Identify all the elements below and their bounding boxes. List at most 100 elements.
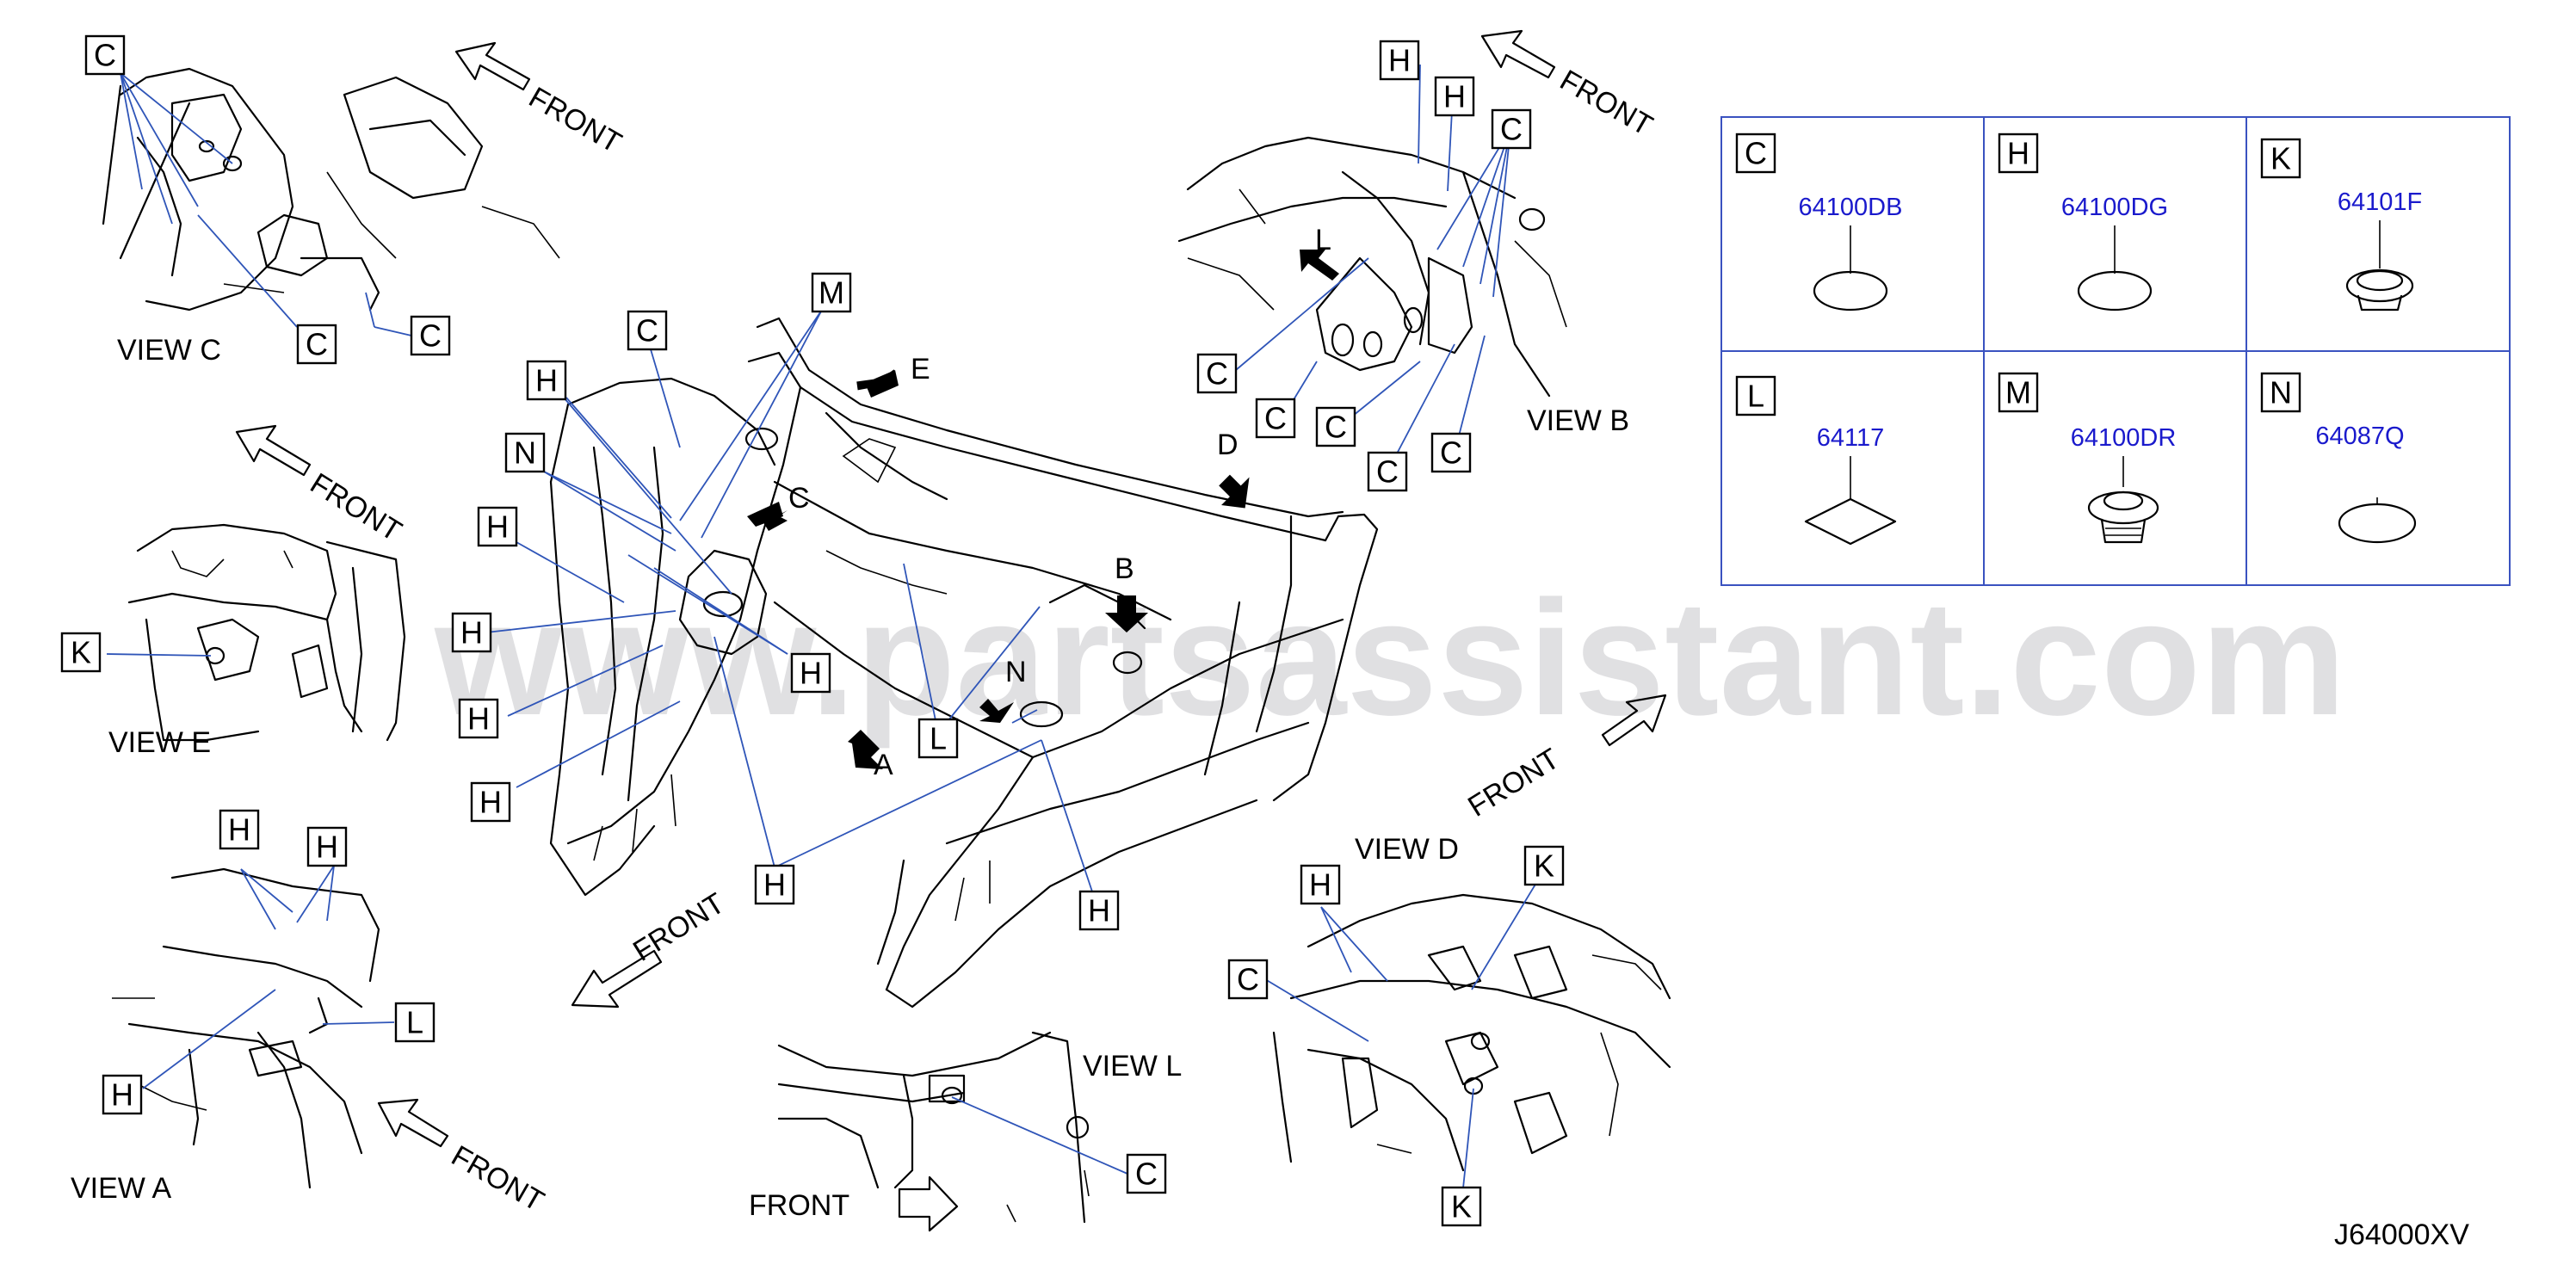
front-arrow-main: FRONT: [571, 887, 731, 1009]
front-arrow-viewc: FRONT: [454, 41, 627, 159]
view-b-pointer-l: L: [1315, 224, 1331, 256]
svg-text:M: M: [2005, 375, 2031, 410]
svg-text:H: H: [111, 1077, 133, 1113]
svg-text:H: H: [1088, 893, 1110, 928]
round-grommet-icon: [2345, 268, 2414, 312]
svg-text:H: H: [467, 701, 490, 737]
svg-text:H: H: [486, 509, 509, 545]
callout-c-main: C: [627, 310, 668, 351]
callout-m-main: M: [811, 272, 852, 313]
view-a-drawing: [112, 865, 395, 1189]
svg-text:H: H: [460, 615, 483, 651]
callout-c-viewb-4: C: [1315, 406, 1356, 447]
view-b-label: VIEW B: [1527, 404, 1629, 437]
callout-c-viewc-1: C: [84, 34, 126, 76]
oval-plug-icon: [1813, 270, 1888, 312]
svg-text:H: H: [316, 830, 338, 865]
callout-l-viewa: L: [394, 1002, 436, 1043]
callout-k-viewe: K: [60, 632, 102, 673]
svg-text:N: N: [514, 435, 536, 471]
part-number-l: 64117: [1817, 424, 1885, 452]
callout-h-main-4: H: [458, 698, 499, 739]
callout-c-viewb-3: C: [1255, 398, 1296, 439]
svg-text:FRONT: FRONT: [749, 1189, 849, 1222]
svg-text:N: N: [2270, 375, 2292, 410]
legend-cell-h: H 64100DG: [1998, 133, 2168, 312]
callout-c-viewc-3: C: [410, 315, 451, 356]
pointer-label-e: E: [911, 353, 930, 386]
callout-n-main: N: [504, 432, 546, 473]
svg-text:FRONT: FRONT: [1554, 64, 1658, 142]
svg-text:C: C: [306, 327, 328, 362]
view-e-label: VIEW E: [108, 726, 211, 759]
callout-k-viewd-1: K: [1523, 845, 1565, 886]
oval-plug-icon: [2338, 503, 2417, 544]
svg-text:H: H: [1309, 867, 1331, 903]
svg-text:H: H: [535, 363, 558, 398]
callout-c-viewc-2: C: [296, 324, 337, 365]
callout-h-main-2: H: [477, 506, 518, 547]
callout-k-viewd-2: K: [1441, 1186, 1482, 1227]
callout-c-viewb-6: C: [1430, 432, 1472, 473]
legend-cell-k: K 64101F: [2260, 138, 2422, 312]
callout-h-viewa-3: H: [102, 1074, 143, 1115]
svg-text:H: H: [1443, 79, 1466, 114]
svg-text:FRONT: FRONT: [627, 887, 730, 968]
svg-text:FRONT: FRONT: [446, 1139, 549, 1218]
pointer-label-b: B: [1115, 552, 1134, 585]
stepped-grommet-icon: [2087, 490, 2159, 544]
pointer-label-d: D: [1217, 429, 1239, 461]
svg-text:K: K: [2270, 141, 2291, 176]
callout-h-main-6: H: [790, 652, 831, 694]
svg-text:C: C: [1135, 1157, 1158, 1192]
legend-cell-m: M 64100DR: [1998, 372, 2177, 544]
svg-text:M: M: [819, 275, 844, 311]
watermark-text: www.partsassistant.com: [434, 567, 2346, 750]
svg-text:K: K: [1451, 1189, 1472, 1225]
svg-text:C: C: [1745, 136, 1767, 171]
view-l-label: VIEW L: [1083, 1050, 1182, 1083]
view-d-drawing: [1264, 882, 1671, 1206]
svg-text:C: C: [1264, 401, 1287, 436]
view-l-drawing: [777, 1031, 1128, 1224]
svg-text:H: H: [763, 867, 786, 903]
callout-h-main-3: H: [451, 612, 492, 653]
view-c-drawing: [102, 67, 560, 336]
callout-h-viewd: H: [1300, 864, 1341, 905]
svg-text:H: H: [228, 812, 250, 848]
main-body-assembly: [549, 317, 1379, 1009]
svg-text:C: C: [636, 313, 658, 349]
callout-h-viewb-2: H: [1434, 76, 1475, 117]
svg-text:H: H: [479, 785, 502, 820]
callout-h-viewa-1: H: [219, 809, 260, 850]
callout-c-viewd: C: [1227, 959, 1269, 1000]
svg-text:L: L: [406, 1005, 423, 1040]
main-callouts: C M H N H H H H H L H H: [451, 272, 1120, 931]
callout-c-viewb-5: C: [1367, 451, 1408, 492]
svg-text:C: C: [1325, 410, 1347, 445]
svg-text:C: C: [94, 38, 116, 73]
view-c-label: VIEW C: [117, 334, 221, 367]
view-d-label: VIEW D: [1355, 833, 1459, 866]
diamond-seal-icon: [1804, 497, 1897, 546]
callout-c-viewb-2: C: [1196, 353, 1238, 394]
part-number-m: 64100DR: [2071, 424, 2177, 452]
view-a-label: VIEW A: [71, 1172, 171, 1205]
callout-h-main-1: H: [526, 360, 567, 401]
part-number-n: 64087Q: [2315, 423, 2404, 450]
part-number-k: 64101F: [2338, 188, 2422, 216]
legend-cell-l: L 64117: [1735, 375, 1897, 546]
callout-l-main: L: [917, 718, 959, 759]
svg-text:FRONT: FRONT: [305, 467, 407, 548]
svg-text:C: C: [419, 318, 442, 354]
part-number-h: 64100DG: [2061, 194, 2168, 221]
svg-text:C: C: [1376, 454, 1399, 490]
view-e-drawing: [106, 523, 406, 742]
diagram-code: J64000XV: [2334, 1218, 2469, 1251]
front-arrow-viewl: FRONT: [749, 1175, 959, 1232]
callout-h-viewb-1: H: [1379, 40, 1420, 81]
view-b-drawing: [1177, 64, 1567, 472]
svg-text:FRONT: FRONT: [523, 81, 627, 159]
callout-c-viewl: C: [1126, 1153, 1167, 1194]
